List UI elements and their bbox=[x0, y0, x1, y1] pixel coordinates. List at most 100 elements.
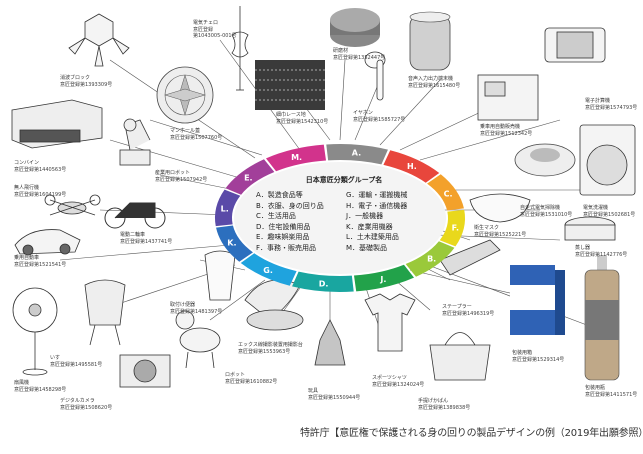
label-drone: 無人飛行機 意匠登録第1604199号 bbox=[14, 185, 67, 198]
smart-speaker-picture bbox=[409, 11, 451, 71]
label-game-console: 電子計算機 意匠登録第1574793号 bbox=[585, 98, 638, 111]
ring-letter: M. bbox=[291, 153, 302, 162]
earphone-picture bbox=[364, 51, 386, 101]
group-f: F．事務・販売用品 bbox=[256, 243, 317, 252]
label-xray-stand: エックス線撮影装置用撮影台 意匠登録第1553963号 bbox=[238, 342, 303, 355]
label-car: 乗用自動車 意匠登録第1521541号 bbox=[14, 255, 67, 268]
label-sports-shirt: スポーツシャツ 意匠登録第1324024号 bbox=[372, 375, 425, 388]
electric-motorcycle-picture bbox=[104, 202, 166, 229]
ring-segment bbox=[405, 241, 455, 277]
industrial-robot-picture bbox=[119, 118, 151, 166]
label-electric-cello: 電気チェロ 意匠登録 第1043005-001号 bbox=[193, 20, 237, 39]
robot-dog-picture bbox=[175, 310, 221, 369]
label-wave-block: 消波ブロック 意匠登録第1393309号 bbox=[60, 75, 113, 88]
washing-machine-picture bbox=[579, 124, 636, 196]
ring-segment bbox=[216, 225, 253, 262]
cello-picture bbox=[231, 6, 249, 91]
label-package-box: 包装用箱 意匠登録第1529314号 bbox=[512, 350, 565, 363]
group-e: E．趣味娯楽用品 bbox=[256, 233, 310, 241]
ring-segment bbox=[240, 253, 297, 286]
label-lace: 細巾レース地 意匠登録第1542310号 bbox=[276, 112, 329, 125]
label-camera: デジタルカメラ 意匠登録第1508620号 bbox=[60, 398, 113, 411]
group-h: H．電子・通信機器 bbox=[346, 201, 408, 210]
polishing-pad-picture bbox=[330, 8, 380, 47]
ring-segment bbox=[354, 264, 415, 292]
label-smart-speaker: 音声入力出力端末機 意匠登録第1615480号 bbox=[408, 76, 461, 89]
ring-segment bbox=[215, 189, 241, 227]
toy-picture bbox=[314, 319, 346, 366]
label-polishing-pad: 研磨材 意匠登録第1352447号 bbox=[333, 48, 386, 61]
combine-picture bbox=[11, 99, 103, 149]
group-g: G．運輸・運搬機械 bbox=[346, 191, 408, 199]
center-title: 日本意匠分類グループ名 bbox=[305, 176, 383, 184]
label-vending-machine: 乗車用自動販売機 意匠登録第1512342号 bbox=[480, 124, 533, 137]
group-j: J．一般機器 bbox=[346, 212, 384, 220]
group-k: K．産業用機器 bbox=[346, 222, 393, 231]
car-picture bbox=[14, 229, 81, 256]
label-robot-dog: ロボット 意匠登録第1610882号 bbox=[225, 372, 278, 385]
label-chair: いす 意匠登録第1495581号 bbox=[50, 355, 103, 368]
lace-picture bbox=[255, 60, 325, 110]
wave-block-picture bbox=[68, 13, 130, 67]
label-combine: コンバイン 意匠登録第1440563号 bbox=[14, 160, 67, 173]
ring-segment bbox=[225, 159, 275, 195]
robot-vacuum-picture bbox=[514, 143, 576, 177]
category-ring: A. H. C. F. B. J. D. G. K. L. E. M. bbox=[215, 144, 465, 292]
ring-letter: C. bbox=[444, 189, 453, 198]
manhole-picture bbox=[156, 66, 214, 124]
label-toilet: 取付け便器 意匠登録第1481397号 bbox=[170, 302, 223, 315]
label-handbag: 手提げかばん 意匠登録第1389838号 bbox=[418, 398, 471, 411]
label-mask: 衛生マスク 意匠登録第1525221号 bbox=[474, 225, 527, 238]
ring-letter: A. bbox=[352, 149, 361, 158]
label-washing-machine: 電気洗濯機 意匠登録第1502681号 bbox=[583, 205, 636, 218]
camera-picture bbox=[119, 354, 171, 388]
sports-shirt-picture bbox=[364, 293, 416, 352]
caption: 特許庁【意匠権で保護される身の回りの製品デザインの例（2019年出願参照）】 bbox=[300, 428, 643, 439]
right-group-list: G．運輸・運搬機械 H．電子・通信機器 J．一般機器 K．産業用機器 L．土木建… bbox=[346, 190, 407, 253]
ring-letter: F. bbox=[452, 223, 459, 232]
bottle-picture bbox=[584, 255, 620, 381]
ring-segment bbox=[265, 144, 326, 172]
label-stapler: ステープラー 意匠登録第1496319号 bbox=[442, 304, 495, 317]
ring-letter: B. bbox=[427, 255, 436, 264]
chair-picture bbox=[84, 279, 126, 346]
steamer-picture bbox=[564, 216, 616, 241]
label-earphone: イヤホン 意匠登録第1585727号 bbox=[353, 110, 406, 123]
label-manhole: マンホール蓋 意匠登録第1507760号 bbox=[170, 128, 223, 141]
mask-picture bbox=[469, 193, 531, 223]
label-steamer: 蒸し器 意匠登録第1142776号 bbox=[575, 245, 628, 258]
ring-center bbox=[234, 162, 446, 274]
label-industrial-robot: 産業用ロボット 意匠登録第1507942号 bbox=[155, 170, 208, 183]
stapler-picture bbox=[439, 239, 501, 276]
toilet-picture bbox=[204, 250, 236, 301]
label-electric-motorcycle: 電動二輪車 意匠登録第1437741号 bbox=[120, 232, 173, 245]
ring-segment bbox=[383, 150, 440, 183]
group-c: C．生活用品 bbox=[256, 212, 296, 220]
ring-letter: E. bbox=[244, 173, 253, 182]
center-panel: 日本意匠分類グループ名 A．製造食品等 B．衣服、身の回り品 C．生活用品 D．… bbox=[244, 163, 444, 273]
ring-letter: J. bbox=[379, 275, 386, 284]
fan-picture bbox=[12, 287, 58, 376]
group-a: A．製造食品等 bbox=[256, 191, 303, 199]
ring-letter: L. bbox=[221, 205, 229, 214]
drone-picture bbox=[44, 194, 101, 216]
label-bottle: 包装用瓶 意匠登録第1411571号 bbox=[585, 385, 638, 398]
group-b: B．衣服、身の回り品 bbox=[256, 201, 324, 210]
ring-segment bbox=[326, 144, 388, 165]
left-group-list: A．製造食品等 B．衣服、身の回り品 C．生活用品 D．住宅設備用品 E．趣味娯… bbox=[256, 190, 324, 253]
label-robot-vacuum: 自走式電気掃除機 意匠登録第1531010号 bbox=[520, 205, 573, 218]
ring-letter: G. bbox=[263, 266, 273, 275]
xray-stand-picture bbox=[244, 279, 304, 331]
package-box-picture bbox=[510, 265, 565, 335]
handbag-picture bbox=[429, 332, 491, 381]
ring-letter: H. bbox=[407, 162, 417, 171]
vending-machine-picture bbox=[477, 74, 539, 121]
label-fan: 扇風機 意匠登録第1458298号 bbox=[14, 380, 67, 393]
ring-letter: K. bbox=[227, 239, 236, 248]
group-m: M．基礎製品 bbox=[346, 243, 388, 252]
ring-letter: D. bbox=[319, 279, 329, 288]
group-l: L．土木建築用品 bbox=[346, 233, 399, 241]
ring-segment bbox=[439, 209, 465, 247]
